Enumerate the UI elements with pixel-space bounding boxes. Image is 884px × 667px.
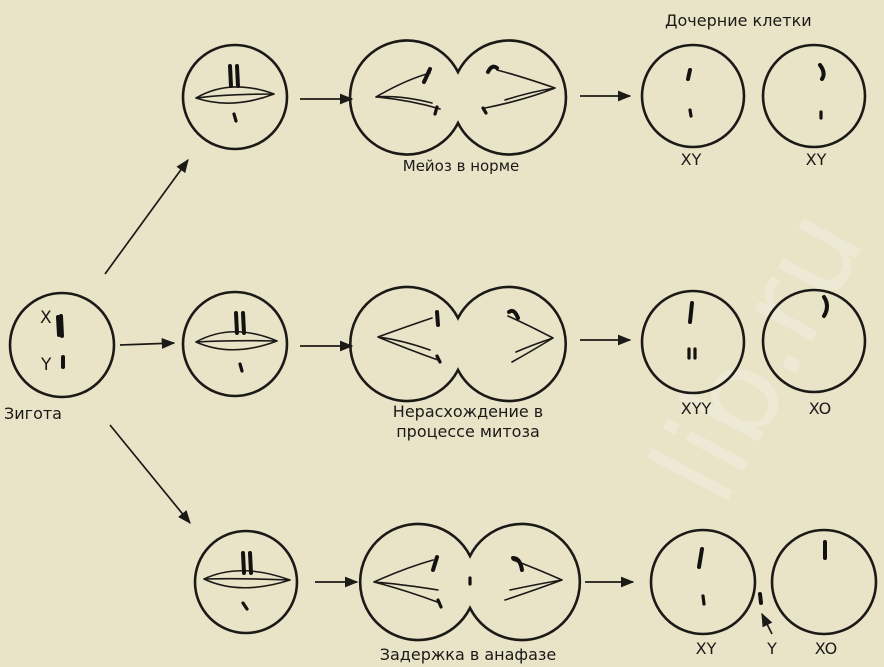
chromosome <box>822 295 829 318</box>
chromosome <box>701 594 706 606</box>
arrow-to-nondisjunction <box>119 338 176 349</box>
chromosome <box>818 63 826 81</box>
spindle <box>375 72 441 110</box>
watermark: lib.ru <box>625 188 884 524</box>
caption-nondisjunction-line1: Нерасхождение в <box>392 402 544 421</box>
daughter-cells-title: Дочерние клетки <box>665 11 812 30</box>
metaphase-cell <box>181 43 289 151</box>
daughter-cell <box>640 289 746 395</box>
chromosome <box>248 551 253 575</box>
arrow-to-anaphase-lag <box>109 424 191 525</box>
row-normal <box>181 39 867 156</box>
daughter-label: XY <box>805 150 827 169</box>
chromosome <box>486 64 499 74</box>
chromosome <box>688 301 694 324</box>
spindle <box>377 317 439 361</box>
zygote <box>8 291 116 399</box>
arrow-to-normal-meiosis <box>104 158 189 275</box>
zygote-cell <box>8 291 116 399</box>
chromosome <box>435 310 440 327</box>
chromosome <box>238 362 244 373</box>
row-nondisjunction <box>181 285 867 403</box>
caption-nondisjunction-line2: процессе митоза <box>396 422 540 441</box>
spindle <box>195 86 275 104</box>
daughter-label: XO <box>814 639 838 658</box>
chromosome <box>507 308 520 320</box>
lagging-y-label: Y <box>767 639 777 658</box>
chromosome <box>235 64 240 88</box>
pointer-arrow-y <box>761 612 773 635</box>
daughter-cell <box>761 288 867 394</box>
chromosome <box>241 601 249 611</box>
spindle <box>504 559 563 601</box>
dividing-cell <box>358 522 582 642</box>
row-anaphase-lag <box>193 522 878 642</box>
daughter-cell <box>761 43 867 149</box>
chromosome <box>241 311 246 335</box>
zygote-label: Зигота <box>4 404 62 423</box>
zygote-y-label: Y <box>41 355 52 375</box>
zygote-x-label: X <box>40 308 52 328</box>
chromosome <box>232 112 238 123</box>
spindle <box>484 69 556 109</box>
chromosome <box>431 555 439 572</box>
caption-normal-meiosis: Мейоз в норме <box>402 157 520 175</box>
caption-anaphase-lag: Задержка в анафазе <box>379 645 557 664</box>
chromosome <box>686 68 692 81</box>
daughter-label: XYY <box>680 399 712 418</box>
daughter-label: XO <box>808 399 832 418</box>
spindle <box>195 330 278 351</box>
chromosome <box>481 106 488 115</box>
zygote-x-chromosome-pair <box>56 315 61 337</box>
chromosome <box>688 108 693 118</box>
chromosome <box>697 547 704 569</box>
chromosome <box>511 556 524 572</box>
daughter-cell <box>770 528 878 636</box>
chromosome <box>241 551 246 575</box>
metaphase-cell <box>193 529 299 635</box>
chromosome <box>433 105 439 116</box>
chromosome <box>234 311 239 335</box>
daughter-cell <box>649 528 757 636</box>
dividing-cell <box>348 39 568 156</box>
spindle <box>507 315 554 363</box>
chromosome <box>435 354 442 364</box>
daughter-label: XY <box>680 150 702 169</box>
metaphase-cell <box>181 290 289 398</box>
zygote-x-chromosome <box>59 314 64 338</box>
chromosome <box>228 64 233 88</box>
chromosome <box>436 598 443 609</box>
daughter-label: XY <box>695 639 717 658</box>
dividing-cell <box>349 285 567 403</box>
spindle <box>203 569 291 589</box>
lagging-chromosome <box>758 592 763 605</box>
daughter-cell <box>640 43 746 149</box>
spindle <box>373 559 441 604</box>
chromosome <box>422 67 432 84</box>
